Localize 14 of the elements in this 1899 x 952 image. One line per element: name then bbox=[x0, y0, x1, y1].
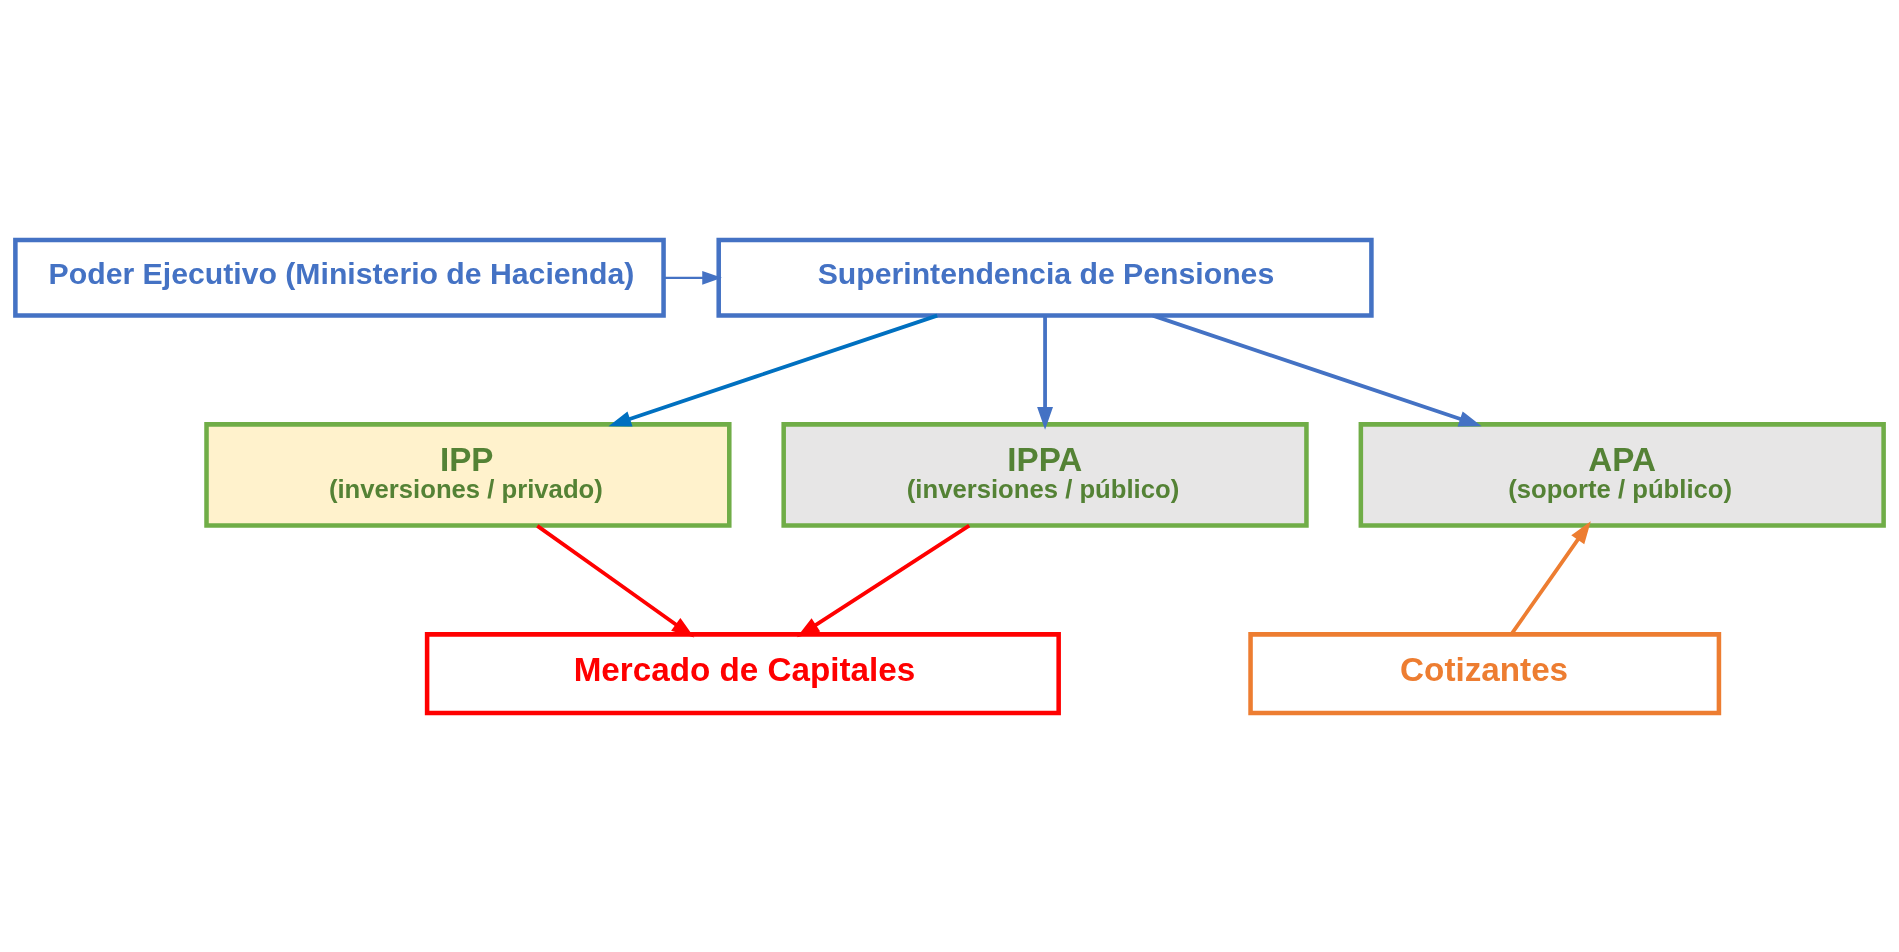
arrow bbox=[1152, 313, 1482, 426]
node-box: Superintendencia de Pensiones bbox=[716, 237, 1374, 318]
arrow bbox=[608, 313, 938, 426]
node-box: IPPA (inversiones / público) bbox=[781, 421, 1309, 528]
arrow bbox=[796, 523, 971, 637]
node-box: IPP (inversiones / privado) bbox=[204, 421, 732, 528]
node-box: Cotizantes bbox=[1248, 631, 1722, 715]
arrow bbox=[663, 270, 722, 285]
arrow bbox=[1510, 520, 1591, 635]
node-box: APA (soporte / público) bbox=[1358, 421, 1886, 528]
node-box: Mercado de Capitales bbox=[424, 631, 1061, 715]
arrow bbox=[536, 523, 695, 638]
node-box: Poder Ejecutivo (Ministerio de Hacienda) bbox=[13, 237, 666, 318]
arrow bbox=[1037, 315, 1053, 430]
